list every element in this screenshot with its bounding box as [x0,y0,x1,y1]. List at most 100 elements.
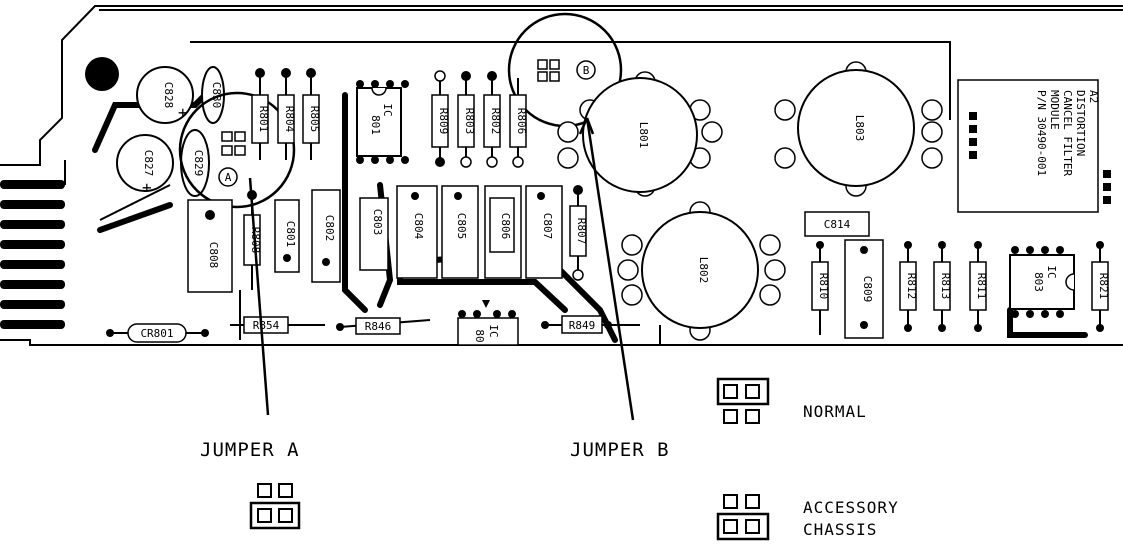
jumper-a-label: JUMPER A [200,439,300,461]
capacitor-c827: C827 + [116,134,174,197]
svg-text:R802: R802 [489,108,502,135]
capacitor-c803: C803 [359,197,389,271]
svg-text:C827: C827 [142,150,155,177]
svg-text:+: + [178,103,188,122]
resistor-r811: R811 [969,241,988,332]
resistor-r806: R806 [509,78,528,168]
svg-text:B: B [583,64,590,77]
mounting-hole [85,57,119,91]
capacitor-c828: C828 + [136,66,194,124]
svg-text:R801: R801 [257,106,270,133]
svg-text:C801: C801 [284,221,297,248]
accessory-chassis-jumper-icon [716,494,770,541]
edge-connector [0,180,65,329]
svg-text:C805: C805 [455,213,468,240]
leader-lines [248,117,635,421]
svg-text:801: 801 [369,115,382,135]
capacitor-c804: C804 [396,185,438,279]
svg-text:C804: C804 [412,213,425,240]
chassis-label: CHASSIS [803,520,878,539]
svg-text:R811: R811 [975,273,988,300]
svg-text:C806: C806 [499,213,512,240]
svg-text:R809: R809 [437,108,450,135]
inductor-l802: L802 [617,201,786,341]
jumper-b-label: JUMPER B [570,439,670,461]
diode-cr801: CR801 [106,323,209,343]
resistor-r804: R804 [277,68,296,160]
svg-text:R849: R849 [569,319,596,332]
svg-text:IC: IC [381,103,394,116]
svg-text:R812: R812 [905,273,918,300]
board-outline [0,5,1123,346]
resistor-r846: R846 [336,317,431,335]
capacitor-c806: C806 [484,185,522,279]
svg-text:R813: R813 [939,273,952,300]
resistor-r854: R854 [230,316,325,334]
svg-text:R846: R846 [365,320,392,333]
svg-text:R806: R806 [515,108,528,135]
resistor-r812: R812 [899,241,918,332]
svg-text:R807: R807 [575,218,588,245]
resistor-r802: R802 [483,71,502,168]
ic-mid: IC 80 [457,300,519,346]
svg-text:+: + [142,178,152,197]
svg-text:R803: R803 [463,108,476,135]
svg-text:A2DISTORTIONCANCEL FILTERMODUL: A2DISTORTIONCANCEL FILTERMODULEP/N 30490… [1035,90,1100,176]
module-label-line: MODULE [1048,90,1061,130]
svg-text:C830: C830 [210,82,223,109]
svg-text:C814: C814 [824,218,851,231]
resistor-r849: R849 [541,315,640,334]
resistor-r801: R801 [251,68,270,160]
inductor-l803: L803 [774,61,943,197]
capacitor-c807: C807 [525,185,563,279]
svg-text:L802: L802 [697,257,710,284]
module-label: A2DISTORTIONCANCEL FILTERMODULEP/N 30490… [957,79,1111,213]
svg-text:R805: R805 [308,106,321,133]
svg-text:R810: R810 [817,273,830,300]
capacitor-c808: C808 [187,199,233,293]
resistor-r813: R813 [933,241,952,332]
inductor-l801: L801 [557,71,723,197]
jumper-a-highlight: A [178,91,296,209]
capacitor-c805: C805 [441,185,479,279]
resistor-r805: R805 [302,68,321,160]
svg-text:R821: R821 [1097,273,1110,300]
resistor-r809: R809 [431,70,450,167]
capacitor-c829: C829 [180,129,210,197]
capacitor-c809: C809 [844,239,884,339]
normal-jumper-icon [716,377,770,424]
svg-text:IC: IC [487,324,500,337]
svg-text:CR801: CR801 [140,327,173,340]
svg-text:C809: C809 [861,276,874,303]
ic-803: IC 803 [1009,246,1075,318]
svg-text:IC: IC [1045,265,1058,278]
svg-text:R854: R854 [253,319,280,332]
normal-label: NORMAL [803,402,867,421]
svg-text:C808: C808 [207,242,220,269]
capacitor-c801: C801 [274,199,300,273]
svg-text:C828: C828 [162,82,175,109]
module-label-line: A2 [1087,90,1100,103]
ic-801: IC 801 [356,80,409,164]
svg-text:C802: C802 [323,215,336,242]
module-label-line: CANCEL FILTER [1061,90,1074,176]
svg-text:L801: L801 [637,122,650,149]
accessory-label: ACCESSORY [803,498,899,517]
capacitor-c814: C814 [804,211,870,237]
svg-text:C807: C807 [541,213,554,240]
svg-text:803: 803 [1032,272,1045,292]
capacitor-c802: C802 [311,189,341,283]
pcb-traces [64,41,951,345]
resistor-r810: R810 [811,241,830,335]
module-label-line: P/N 30490-001 [1035,90,1048,176]
svg-text:C829: C829 [192,150,205,177]
resistor-r803: R803 [457,71,476,168]
svg-text:C803: C803 [371,209,384,236]
svg-text:A: A [225,171,232,184]
svg-text:L803: L803 [853,115,866,142]
jumper-a-setting-icon [249,483,301,530]
resistor-r807: R807 [569,185,588,281]
svg-text:80: 80 [473,329,486,342]
module-label-line: DISTORTION [1074,90,1087,156]
